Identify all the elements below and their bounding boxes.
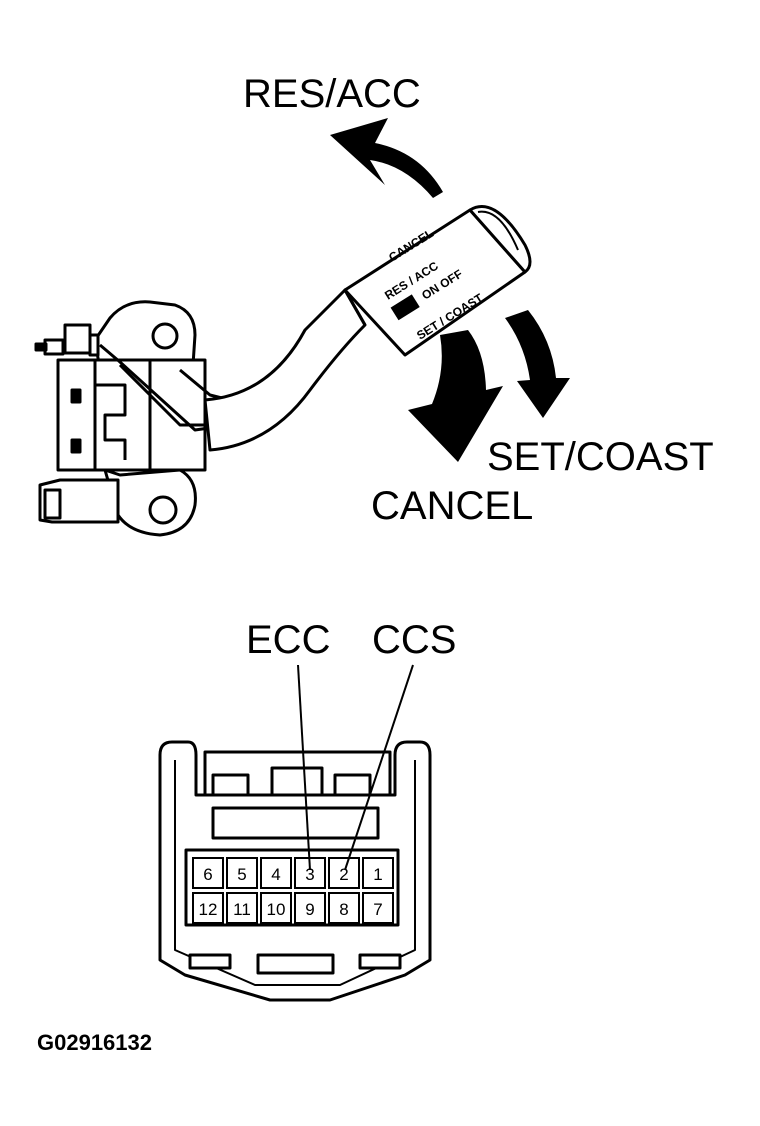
ccs-leader-line xyxy=(344,664,414,871)
connector-pins xyxy=(192,857,394,924)
switch-bracket xyxy=(34,300,272,537)
pin-label: 8 xyxy=(339,900,348,919)
pin-label: 11 xyxy=(233,900,251,919)
lever-stalk xyxy=(203,205,532,452)
ecc-leader-line xyxy=(297,664,311,871)
res-acc-arrow xyxy=(330,118,443,198)
ecc-label: ECC xyxy=(246,618,331,662)
connector-pin-labels: 6 5 4 3 2 1 12 11 10 9 8 7 xyxy=(199,865,383,919)
set-coast-arrow xyxy=(505,310,570,418)
pin-label: 6 xyxy=(203,865,212,884)
pin-label: 9 xyxy=(305,900,314,919)
res-acc-label: RES/ACC xyxy=(243,72,421,116)
cancel-label: CANCEL xyxy=(371,484,534,528)
pin-label: 2 xyxy=(339,865,348,884)
pin-label: 1 xyxy=(373,865,382,884)
pin-label: 7 xyxy=(373,900,382,919)
set-coast-label: SET/COAST xyxy=(487,435,714,479)
pin-label: 4 xyxy=(271,865,280,884)
pin-label: 3 xyxy=(305,865,314,884)
cancel-arrow xyxy=(408,330,503,462)
pin-label: 5 xyxy=(237,865,246,884)
pin-label: 10 xyxy=(267,900,286,919)
pin-label: 12 xyxy=(199,900,218,919)
ccs-label: CCS xyxy=(372,618,457,662)
figure-code: G02916132 xyxy=(37,1030,152,1055)
